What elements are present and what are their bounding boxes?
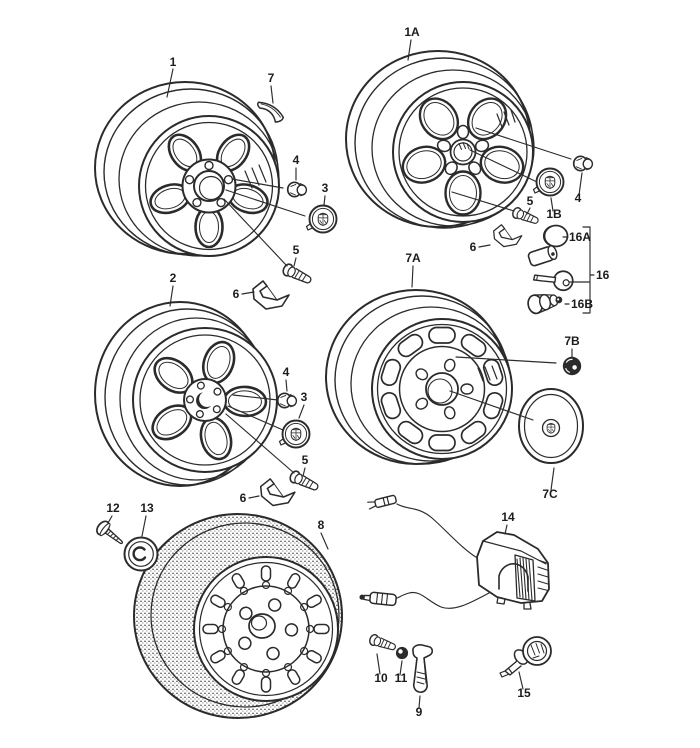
- nut-11: [395, 646, 409, 660]
- clip-bracket-6-top: [252, 280, 290, 310]
- label-part-7b: 7B: [564, 334, 580, 348]
- wheel-1a-lug-holes: [436, 124, 490, 176]
- compressor-plug-lower: [359, 591, 397, 607]
- wheel-2-forged-alloy: [94, 301, 278, 487]
- label-part-7: 7: [268, 71, 275, 85]
- label-part-1a: 1A: [404, 25, 420, 39]
- label-part-8: 8: [318, 518, 325, 532]
- lock-cap-16a: [543, 224, 569, 248]
- lock-set-bracket-16: [562, 226, 595, 314]
- lug-nut-7b: [562, 356, 582, 376]
- clip-bracket-6-mid: [259, 478, 296, 507]
- label-part-5-right: 5: [527, 194, 534, 208]
- lug-nut-4-top: [286, 181, 308, 198]
- center-cap-3-mid: [280, 421, 310, 448]
- label-part-5-top: 5: [293, 243, 300, 257]
- lock-sleeve-16: [527, 245, 558, 267]
- label-part-3-top: 3: [322, 181, 329, 195]
- wheel-2-lug-holes: [185, 381, 222, 419]
- label-part-9: 9: [416, 705, 423, 719]
- wheel-cover-7c: [518, 388, 584, 464]
- center-cap-3-top: [307, 206, 337, 233]
- wheel-8-lug-holes: [238, 598, 299, 661]
- compressor-plug-upper: [367, 494, 397, 510]
- label-part-4-mid: 4: [283, 365, 290, 379]
- label-part-1: 1: [170, 55, 177, 69]
- lock-key-16: [532, 270, 574, 292]
- compressor-14: [359, 494, 550, 610]
- wheel-7a-steel: [325, 289, 513, 465]
- label-part-16: 16: [596, 268, 610, 282]
- wheel-1-lug-holes: [184, 160, 234, 208]
- wheel-8-spare-with-tire: [133, 513, 343, 719]
- wheel-2-spoke-openings: [151, 340, 268, 461]
- lug-nut-4-right: [572, 155, 594, 172]
- part-labels: 1 7 4 3 5 6 1A 4 1B 5 6 16A 16 16B 2 4 3…: [106, 25, 609, 719]
- lug-nut-4-mid: [276, 392, 298, 409]
- label-part-1b: 1B: [546, 207, 562, 221]
- label-part-6-top: 6: [233, 287, 240, 301]
- label-part-12: 12: [106, 501, 120, 515]
- label-part-7c: 7C: [542, 487, 558, 501]
- label-part-2: 2: [170, 271, 177, 285]
- label-part-7a: 7A: [405, 251, 421, 265]
- label-part-6-mid: 6: [240, 491, 247, 505]
- wheel-1a-telephone-dial-alloy: [345, 50, 535, 229]
- label-part-3-mid: 3: [301, 390, 308, 404]
- balance-weight-7: [257, 101, 285, 123]
- retaining-strap-9: [412, 644, 434, 693]
- locking-wheel-bolt-16b: [527, 293, 563, 315]
- label-part-6-right: 6: [470, 240, 477, 254]
- label-part-5-mid: 5: [302, 453, 309, 467]
- wheel-8-rim-slots: [202, 565, 330, 693]
- wheel-bolt-5-mid: [287, 468, 322, 494]
- clip-bracket-6-right: [493, 224, 523, 248]
- screw-12: [96, 520, 123, 545]
- wheel-bolt-5-top: [280, 261, 315, 287]
- wheel-1-forged-alloy: [94, 81, 280, 257]
- leader-lines: [107, 39, 595, 709]
- label-part-16a: 16A: [569, 230, 591, 244]
- hex-bolt-10: [367, 632, 398, 653]
- wheel-bolt-5-right: [510, 205, 541, 227]
- valve-tool-15: [499, 636, 552, 678]
- center-cap-1b: [534, 169, 564, 196]
- wheel-7a-lug-holes: [415, 358, 474, 420]
- label-part-11: 11: [395, 671, 408, 685]
- grommet-cap-13: [123, 536, 159, 572]
- label-part-14: 14: [501, 510, 515, 524]
- label-part-10: 10: [374, 671, 388, 685]
- label-part-4-right: 4: [575, 191, 582, 205]
- label-part-13: 13: [140, 501, 154, 515]
- hub-leader-lines: [223, 127, 572, 474]
- label-part-15: 15: [517, 686, 531, 700]
- label-part-4-top: 4: [293, 153, 300, 167]
- label-part-16b: 16B: [571, 297, 593, 311]
